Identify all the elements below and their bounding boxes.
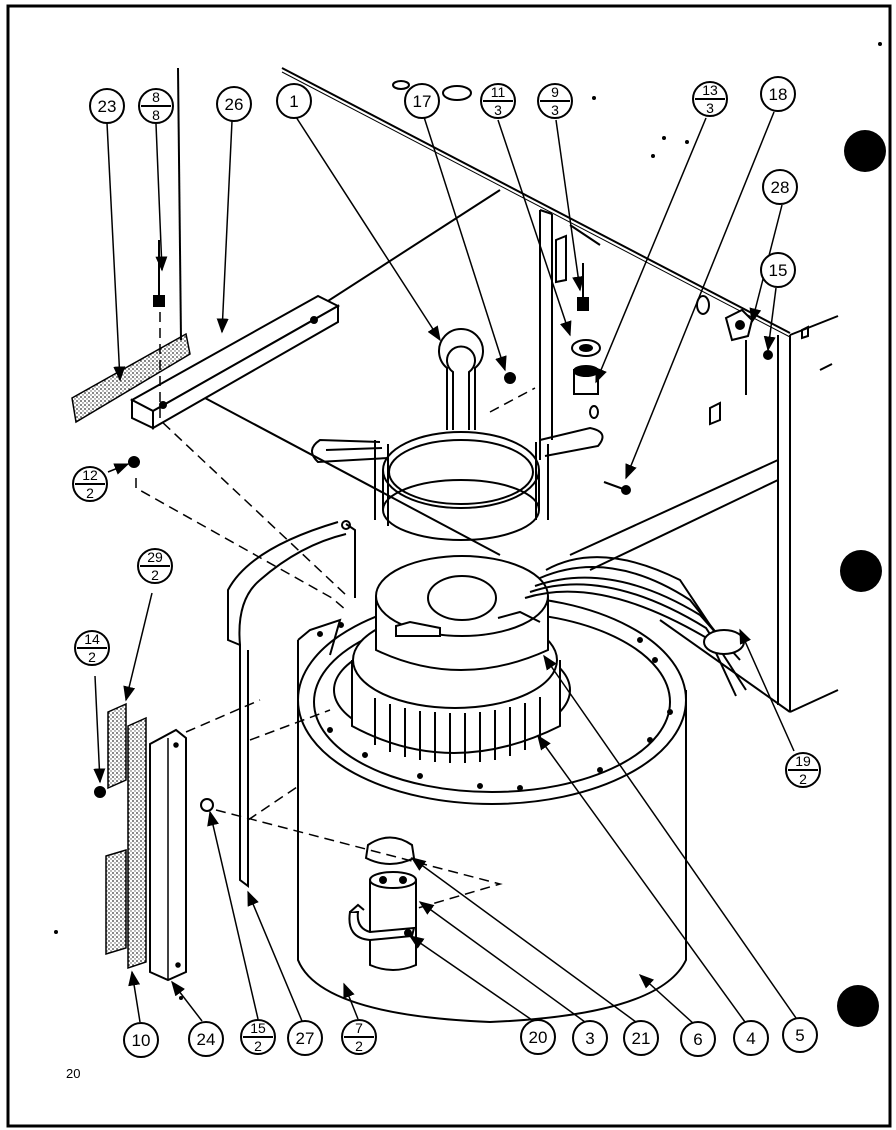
callout-6: 6	[680, 1021, 716, 1057]
svg-text:1: 1	[289, 92, 298, 111]
side-panel-parts	[105, 702, 187, 982]
svg-text:3: 3	[494, 102, 502, 118]
svg-text:11: 11	[491, 84, 506, 100]
callout-11-3: 11 3	[480, 83, 516, 119]
svg-text:29: 29	[147, 549, 163, 565]
svg-text:10: 10	[132, 1031, 151, 1050]
blower-scroll-cutoff	[227, 520, 356, 888]
svg-text:2: 2	[799, 771, 807, 787]
svg-text:20: 20	[529, 1028, 548, 1047]
gasket-strip	[71, 332, 191, 424]
callout-18: 18	[760, 76, 796, 112]
callout-19-2: 19 2	[785, 752, 821, 788]
binder-hole-bottom	[837, 985, 879, 1027]
svg-text:2: 2	[355, 1038, 363, 1054]
callout-24: 24	[188, 1021, 224, 1057]
hardware-parts	[94, 263, 773, 984]
callout-9-3: 9 3	[537, 83, 573, 119]
svg-text:13: 13	[702, 82, 718, 98]
svg-text:6: 6	[693, 1030, 702, 1049]
svg-text:23: 23	[98, 97, 117, 116]
callout-5: 5	[782, 1017, 818, 1053]
callout-28: 28	[762, 169, 798, 205]
callout-15-2: 15 2	[240, 1019, 276, 1055]
svg-text:7: 7	[355, 1020, 363, 1036]
svg-text:3: 3	[585, 1029, 594, 1048]
capacitor-assembly	[348, 836, 417, 971]
angle-bracket	[129, 294, 341, 430]
page-number: 20	[66, 1066, 81, 1081]
callout-8-8: 8 8	[138, 88, 174, 124]
svg-text:2: 2	[254, 1038, 262, 1054]
callout-29-2: 29 2	[137, 548, 173, 584]
binder-hole-top	[844, 130, 886, 172]
svg-text:8: 8	[152, 89, 160, 105]
alignment-lines	[135, 312, 536, 909]
svg-text:26: 26	[225, 95, 244, 114]
callout-21: 21	[623, 1020, 659, 1056]
callout-1: 1	[276, 83, 312, 119]
callout-14-2: 14 2	[74, 630, 110, 666]
callout-26: 26	[216, 86, 252, 122]
svg-text:24: 24	[197, 1030, 216, 1049]
svg-text:27: 27	[296, 1029, 315, 1048]
svg-text:8: 8	[152, 107, 160, 123]
blower-motor	[375, 555, 747, 697]
callout-7-2: 7 2	[341, 1019, 377, 1055]
svg-text:5: 5	[795, 1026, 804, 1045]
cabinet-top-panel	[189, 67, 839, 713]
leader-lines	[93, 111, 797, 1025]
callout-15: 15	[760, 252, 796, 288]
svg-text:9: 9	[551, 84, 559, 100]
svg-text:21: 21	[632, 1029, 651, 1048]
svg-text:15: 15	[769, 261, 788, 280]
callout-17: 17	[404, 83, 440, 119]
callout-13-3: 13 3	[692, 81, 728, 117]
svg-text:3: 3	[551, 102, 559, 118]
svg-text:17: 17	[413, 92, 432, 111]
callout-20: 20	[520, 1019, 556, 1055]
svg-text:28: 28	[771, 178, 790, 197]
svg-text:14: 14	[84, 631, 100, 647]
page-border	[6, 4, 892, 1128]
callout-23: 23	[89, 88, 125, 124]
svg-text:3: 3	[706, 100, 714, 116]
motor-mount-ring	[311, 328, 604, 541]
svg-text:2: 2	[151, 567, 159, 583]
callout-3: 3	[572, 1020, 608, 1056]
svg-text:2: 2	[88, 649, 96, 665]
callout-10: 10	[123, 1022, 159, 1058]
screw-8	[153, 240, 165, 307]
callout-27: 27	[287, 1020, 323, 1056]
svg-text:19: 19	[795, 753, 811, 769]
binder-hole-middle	[840, 550, 882, 592]
callout-4: 4	[733, 1020, 769, 1056]
svg-text:15: 15	[250, 1020, 266, 1036]
svg-text:18: 18	[769, 85, 788, 104]
svg-text:12: 12	[82, 467, 98, 483]
svg-text:2: 2	[86, 485, 94, 501]
svg-text:4: 4	[746, 1029, 755, 1048]
callout-12-2: 12 2	[72, 466, 108, 502]
